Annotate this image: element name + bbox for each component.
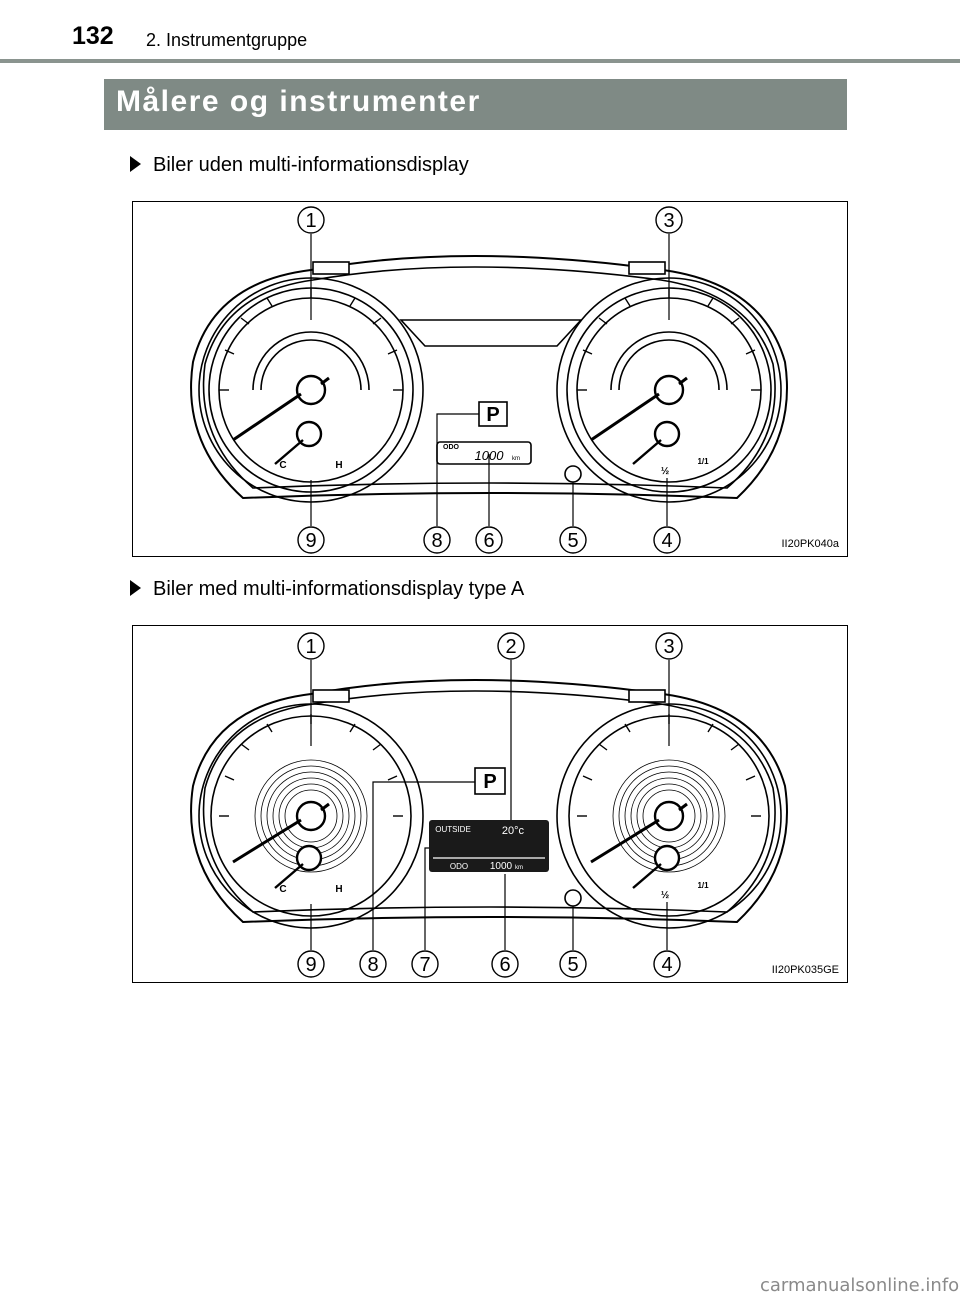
fuel-half-label: ½ [661,890,669,901]
callout-5: 5 [567,530,578,552]
callout-9: 9 [305,530,316,552]
callout-4: 4 [661,954,672,976]
callout-6: 6 [483,530,494,552]
callout-6: 6 [499,954,510,976]
outside-label: OUTSIDE [435,825,471,834]
page-header: 132 2. Instrumentgruppe [0,0,960,64]
multi-info-display [429,820,549,872]
callout-1: 1 [305,210,316,232]
callout-9: 9 [305,954,316,976]
figure-code: II20PK035GE [771,964,839,976]
fuel-full-label: 1/1 [697,457,709,466]
callout-8: 8 [367,954,378,976]
temp-cold-label: C [279,884,286,895]
cluster-illustration: OUTSIDE 20°c ODO 1000 km 1 2 3 9 8 7 6 5… [190,632,788,978]
callout-8: 8 [431,530,442,552]
triangle-bullet-icon [130,580,141,596]
callout-7: 7 [419,954,430,976]
callout-3: 3 [663,210,674,232]
temp-cold-label: C [279,460,286,471]
figure-cluster-basic: 1 3 9 8 6 5 4 P ODO 1000 km C H ½ 1/1 II… [132,201,848,557]
figure-cluster-multi-info: OUTSIDE 20°c ODO 1000 km 1 2 3 9 8 7 6 5… [132,625,848,983]
gear-indicator: P [483,771,496,793]
odo-value: 1000 [490,861,513,872]
odo-label: ODO [443,444,460,451]
callout-3: 3 [663,636,674,658]
callout-5: 5 [567,954,578,976]
triangle-bullet-icon [130,156,141,172]
variant-caption-text: Biler med multi-informationsdisplay type… [153,578,525,600]
callout-1: 1 [305,636,316,658]
variant-caption-2: Biler med multi-informationsdisplay type… [130,578,524,601]
variant-caption-1: Biler uden multi-informationsdisplay [130,154,469,177]
odo-unit: km [512,456,520,462]
fuel-full-label: 1/1 [697,881,709,890]
chapter-title: 2. Instrumentgruppe [146,30,308,50]
odo-value: 1000 [475,448,505,463]
figure-code: II20PK040a [781,538,840,550]
temp-hot-label: H [335,884,342,895]
callout-4: 4 [661,530,672,552]
header-rule [0,59,960,63]
temp-hot-label: H [335,460,342,471]
outside-temp: 20°c [502,825,525,837]
page-number: 132 [72,22,114,50]
fuel-half-label: ½ [661,466,669,477]
section-title-bar: Målere og instrumenter [104,79,847,130]
gear-indicator: P [486,404,499,426]
cluster-illustration: 1 3 9 8 6 5 4 P ODO 1000 km C H ½ 1/1 [190,206,788,554]
odo-unit: km [515,865,523,871]
callout-2: 2 [505,636,516,658]
watermark: carmanualsonline.info [760,1275,960,1296]
odo-label: ODO [450,862,468,871]
variant-caption-text: Biler uden multi-informationsdisplay [153,154,469,176]
section-title: Målere og instrumenter [116,85,481,118]
